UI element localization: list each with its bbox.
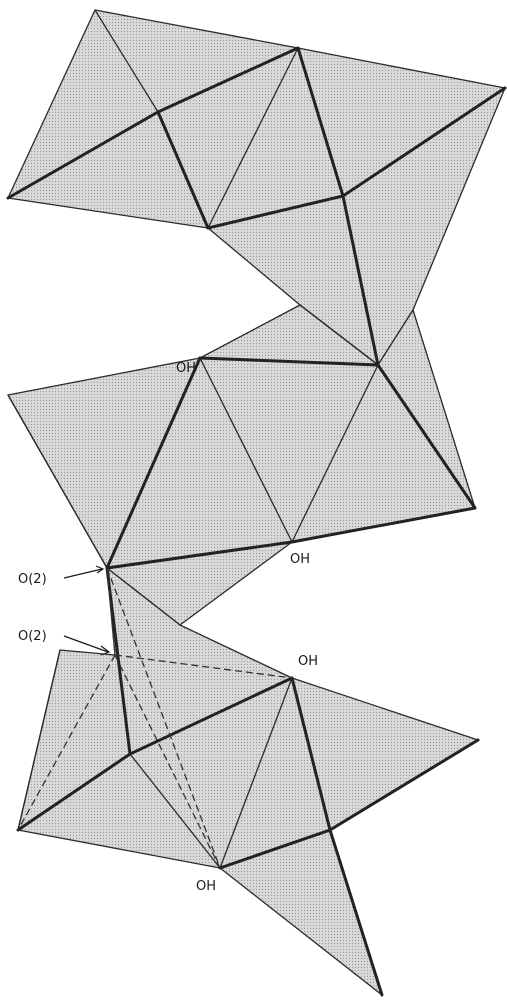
o2-label-lower: O(2) bbox=[18, 629, 47, 644]
middle-octahedron-group bbox=[7, 304, 477, 626]
oh-label-4: OH bbox=[196, 879, 216, 894]
o2-label-upper: O(2) bbox=[18, 572, 47, 587]
oh-label-3: OH bbox=[298, 654, 318, 669]
o2-upper-leader-arrow bbox=[63, 568, 103, 579]
lower-octahedron-group bbox=[16, 566, 480, 997]
top-octahedron-group bbox=[6, 9, 507, 367]
o2-lower-leader-arrow bbox=[63, 635, 109, 653]
o2-upper-arrowhead bbox=[95, 565, 105, 574]
oh-label-2: OH bbox=[290, 552, 310, 567]
o2-lower-arrowhead bbox=[100, 645, 111, 656]
oh-label-1: OH bbox=[176, 361, 196, 376]
